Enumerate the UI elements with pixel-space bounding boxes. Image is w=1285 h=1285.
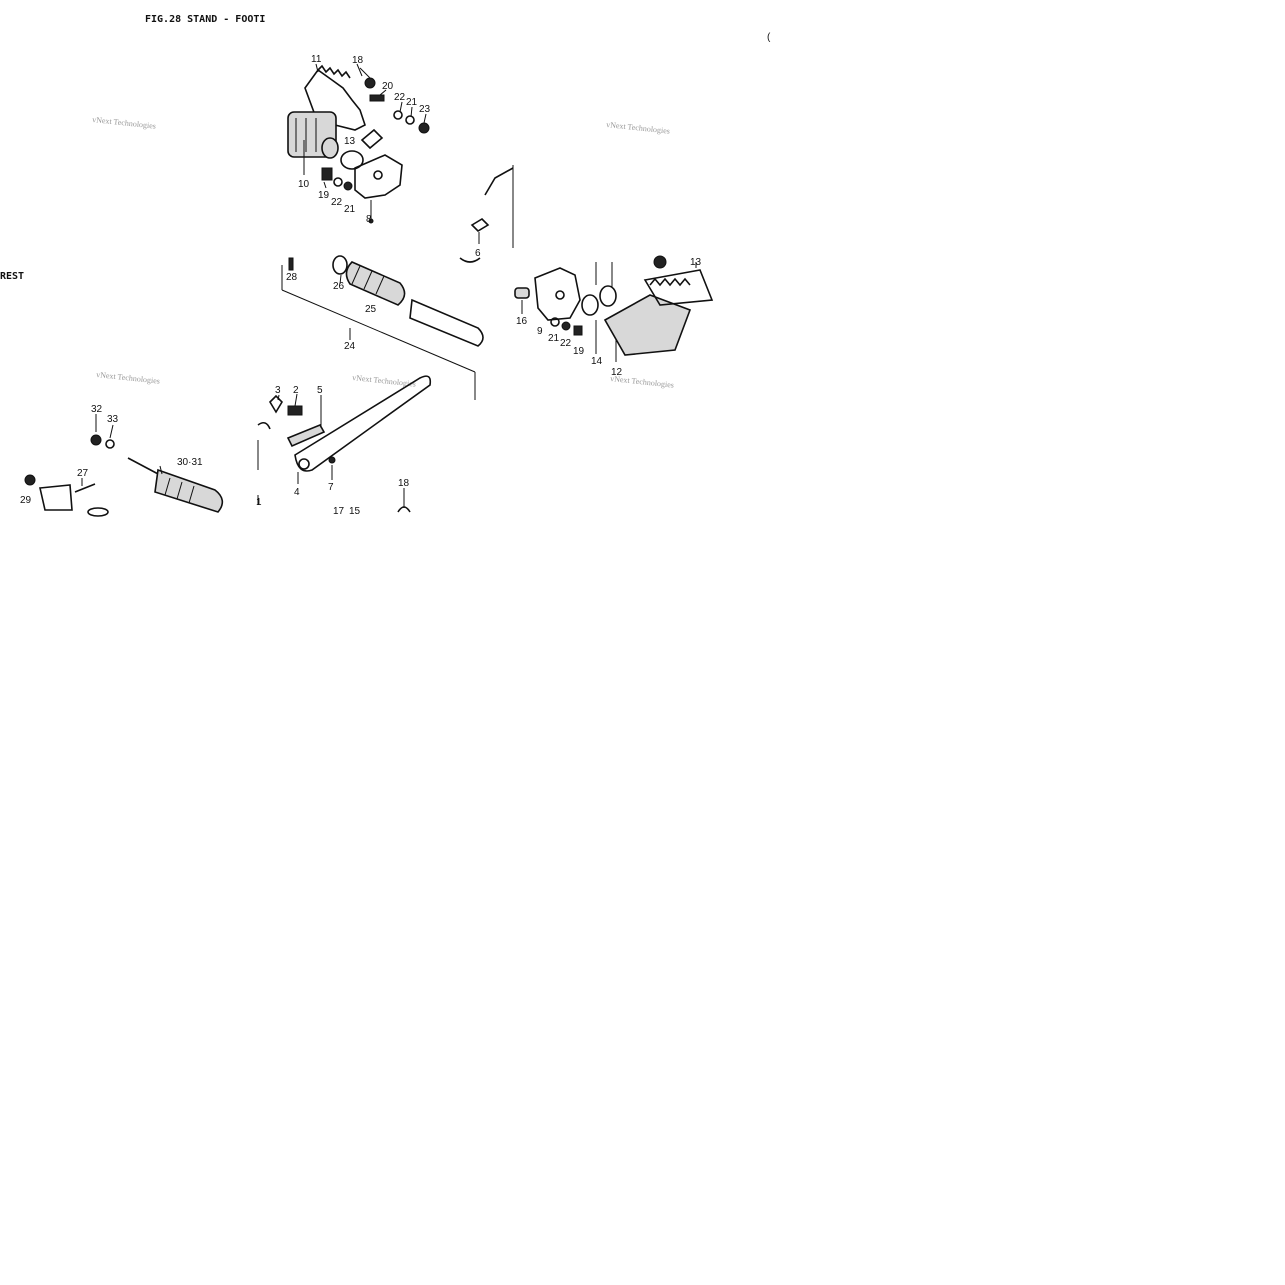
- front-footrest-assembly: [24, 434, 224, 517]
- callout-22: 22: [331, 197, 343, 208]
- callout-21: 21: [344, 204, 356, 215]
- clip: [459, 257, 481, 263]
- callout-23: 23: [419, 104, 431, 115]
- watermark: vNext Technologies: [606, 120, 671, 136]
- callout-1: 1: [256, 497, 262, 508]
- callout-11: 11: [311, 54, 322, 65]
- stand-shaft-assembly: [281, 255, 484, 400]
- footrest-bracket: [39, 484, 73, 511]
- callout-13: 13: [690, 257, 702, 268]
- footrest-cap: [321, 137, 339, 159]
- figure-title: FIG.28 STAND - FOOTI: [145, 14, 265, 25]
- callout-12: 12: [611, 367, 623, 378]
- nut: [268, 394, 284, 414]
- callout-2: 2: [293, 385, 299, 396]
- spring: [653, 255, 667, 269]
- footrest-teeth: [649, 277, 691, 287]
- side-label: REST: [0, 271, 24, 282]
- callout-25: 25: [365, 304, 377, 315]
- watermark: vNext Technologies: [92, 115, 157, 131]
- bolt: [514, 287, 530, 299]
- callout-19: 19: [318, 190, 330, 201]
- washer: [340, 150, 364, 170]
- stand-spring: [286, 423, 326, 448]
- callout-22: 22: [560, 338, 572, 349]
- washer: [581, 294, 599, 316]
- footrest-teeth: [317, 64, 351, 79]
- washer: [393, 110, 403, 120]
- watermark: vNext Technologies: [96, 370, 161, 386]
- footrest-rubber: [154, 468, 224, 513]
- spring: [345, 261, 406, 306]
- callout-21: 21: [548, 333, 560, 344]
- callout-16: 16: [516, 316, 528, 327]
- callout-15: 15: [349, 506, 361, 517]
- bolt: [287, 405, 303, 416]
- callout-labels: 11 18 20 22 21 23 13 10 19 22 21 8 6 28 …: [20, 54, 702, 517]
- bolt: [369, 94, 385, 102]
- leader-lines: [81, 63, 697, 508]
- footrest-bracket: [354, 154, 403, 199]
- callout-20: 20: [382, 81, 394, 92]
- callout-22: 22: [394, 92, 406, 103]
- corner-mark: (: [767, 32, 771, 43]
- callout-28: 28: [286, 272, 298, 283]
- footrest-rubber: [603, 294, 692, 356]
- callout-24: 24: [344, 341, 356, 352]
- callout-26: 26: [333, 281, 345, 292]
- callout-30-31: 30·31: [177, 457, 203, 468]
- nut: [418, 122, 430, 134]
- callout-10: 10: [298, 179, 310, 190]
- callout-21: 21: [406, 97, 418, 108]
- pivot-shaft: [409, 298, 484, 347]
- callout-9: 9: [537, 326, 543, 337]
- callout-19: 19: [573, 346, 585, 357]
- callout-6: 6: [475, 248, 481, 259]
- footrest-bracket: [534, 267, 581, 321]
- callout-8: 8: [366, 214, 372, 225]
- pin: [288, 257, 294, 271]
- bolt: [470, 217, 490, 233]
- side-stand-assembly: [257, 375, 432, 513]
- footrest-shaft: [127, 457, 161, 476]
- washer: [405, 115, 415, 125]
- cotter-pin: [360, 128, 384, 150]
- callout-13: 13: [344, 136, 356, 147]
- callout-4: 4: [294, 487, 300, 498]
- bolt: [74, 483, 96, 493]
- callout-18: 18: [398, 478, 410, 489]
- rear-footrest-assembly-right: [514, 255, 714, 356]
- nut: [90, 434, 102, 446]
- callout-32: 32: [91, 404, 103, 415]
- callout-3: 3: [275, 385, 281, 396]
- stand-bar: [294, 375, 432, 472]
- washer: [599, 285, 617, 307]
- footrest-plate: [643, 269, 714, 306]
- callout-7: 7: [328, 482, 334, 493]
- callout-17: 17: [333, 506, 345, 517]
- washer: [332, 255, 348, 275]
- pin: [328, 456, 336, 464]
- rear-footrest-assembly-left: [287, 64, 430, 224]
- callout-14: 14: [591, 356, 603, 367]
- frame-bracket: [459, 165, 514, 263]
- washer: [105, 439, 115, 449]
- callout-33: 33: [107, 414, 119, 425]
- bolt: [321, 167, 333, 181]
- spring: [364, 77, 376, 89]
- clip: [257, 421, 271, 430]
- callout-18: 18: [352, 55, 364, 66]
- callout-27: 27: [77, 468, 89, 479]
- callout-29: 29: [20, 495, 32, 506]
- callout-5: 5: [317, 385, 323, 396]
